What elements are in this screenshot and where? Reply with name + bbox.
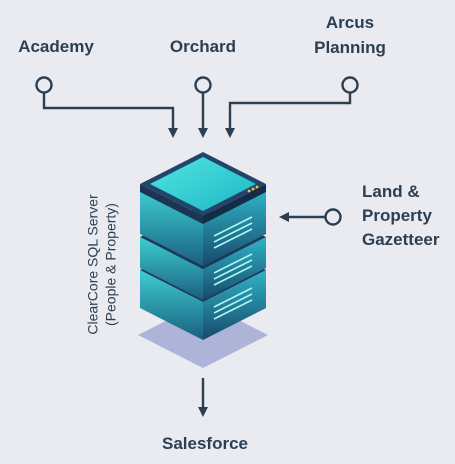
source-arcus-label-line1: Arcus	[325, 13, 375, 32]
side-source-label-line3: Gazetteer	[362, 230, 440, 249]
source-orchard-label: Orchard	[169, 37, 237, 56]
source-arcus-label-line2: Planning	[314, 38, 386, 57]
orchard-connector	[194, 76, 212, 138]
output-salesforce-label: Salesforce	[162, 434, 248, 453]
side-source-label-line1: Land &	[362, 182, 420, 201]
arcus-connector	[225, 76, 359, 138]
academy-connector	[35, 76, 178, 138]
server-stack-icon	[138, 152, 268, 368]
gazetteer-connector	[279, 208, 342, 226]
side-source-label-line2: Property	[362, 206, 432, 225]
source-academy-label: Academy	[18, 37, 94, 56]
